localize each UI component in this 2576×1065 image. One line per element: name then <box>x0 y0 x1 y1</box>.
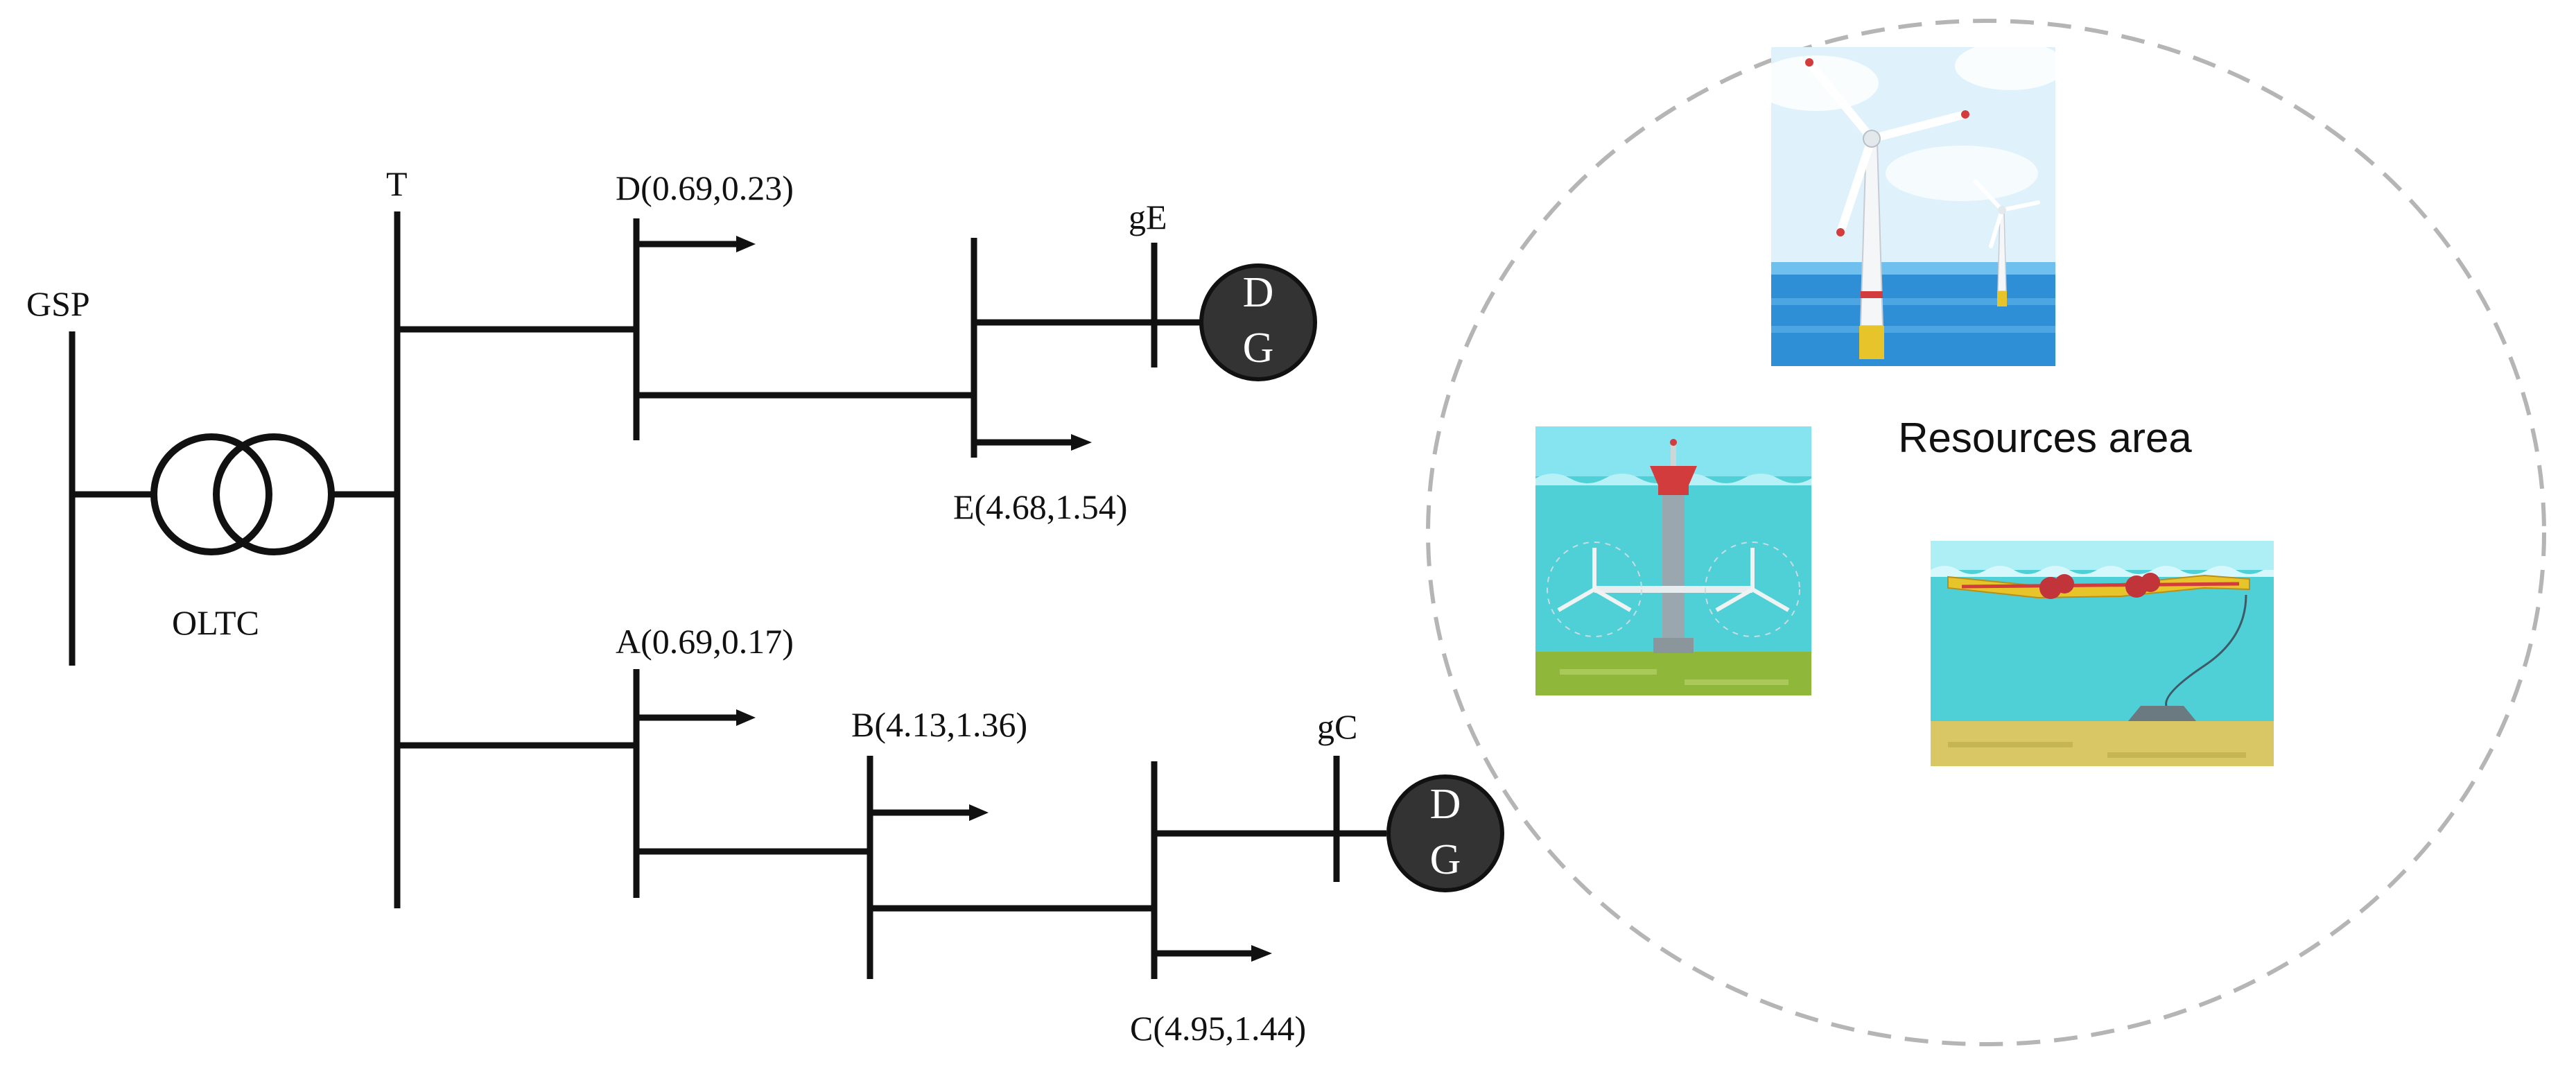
label-gc: gC <box>1317 707 1357 746</box>
resources-area-boundary <box>1426 19 2546 1046</box>
oltc-transformer <box>150 433 335 555</box>
dg-lower-label-top: D <box>1430 781 1461 828</box>
label-c: C(4.95,1.44) <box>1130 1009 1306 1048</box>
label-gsp: GSP <box>26 284 90 323</box>
label-t: T <box>386 164 408 203</box>
dg-upper-label-bottom: G <box>1243 324 1274 372</box>
single-line-diagram <box>69 211 1386 979</box>
label-b: B(4.13,1.36) <box>851 705 1027 744</box>
label-oltc: OLTC <box>172 603 259 642</box>
resources-area-label: Resources area <box>1898 415 2192 461</box>
dg-lower-label-bottom: G <box>1430 836 1461 883</box>
dg-upper-label-top: D <box>1243 269 1274 316</box>
label-ge: gE <box>1129 198 1167 236</box>
load-b-arrowhead <box>969 804 989 821</box>
load-d-arrowhead <box>736 236 756 252</box>
dg-unit-upper: D G <box>1199 263 1317 381</box>
label-e: E(4.68,1.54) <box>953 487 1127 526</box>
tidal-turbine-icon <box>1535 426 1811 695</box>
dg-unit-lower: D G <box>1386 774 1504 892</box>
load-e-arrowhead <box>1071 434 1092 451</box>
offshore-wind-turbine-icon <box>1754 42 2066 366</box>
wave-energy-converter-icon <box>1931 541 2274 766</box>
load-c-arrowhead <box>1251 945 1272 962</box>
label-a: A(0.69,0.17) <box>616 622 794 661</box>
label-d: D(0.69,0.23) <box>616 168 794 207</box>
load-a-arrowhead <box>736 709 756 726</box>
